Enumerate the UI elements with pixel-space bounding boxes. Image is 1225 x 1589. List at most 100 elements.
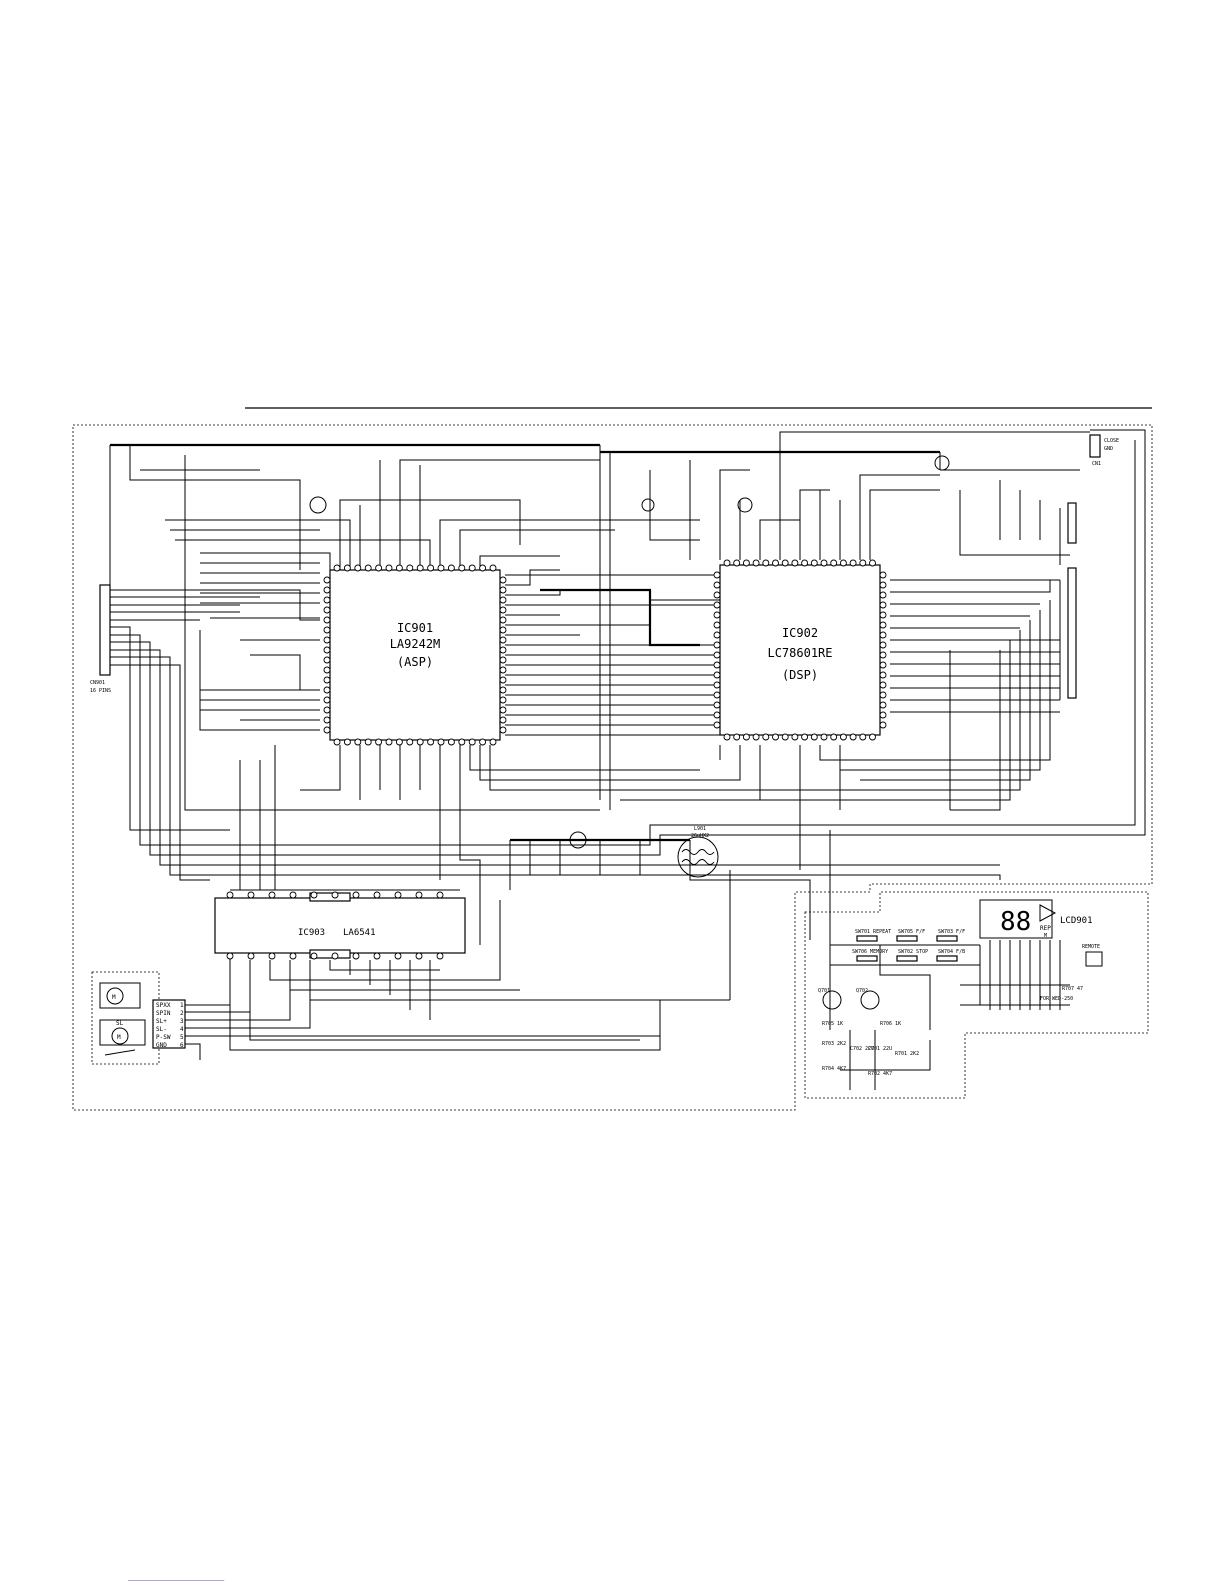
chip-pin	[772, 733, 779, 741]
button-label: SW703 F/F	[938, 929, 965, 935]
chip-pin	[499, 606, 507, 614]
spindle-motor	[106, 987, 124, 1005]
main-board-outline	[72, 424, 1153, 1111]
chip-pin	[859, 559, 867, 567]
chip-pin	[479, 564, 487, 572]
q702-label: Q702	[856, 988, 868, 994]
lcd-digits: 88	[1000, 907, 1031, 937]
q901-transistor	[309, 496, 327, 514]
remote-label: REMOTE	[1082, 944, 1100, 950]
button-sw704	[936, 955, 958, 962]
chip-pin	[879, 651, 887, 659]
chip-pin	[323, 626, 331, 634]
part-label: C701 22U	[868, 1046, 892, 1052]
chip-pin	[801, 733, 809, 741]
chip-pin	[713, 631, 721, 639]
chip-pin	[323, 696, 331, 704]
chip-pin	[713, 571, 721, 579]
chip-pin	[499, 586, 507, 594]
chip-pin	[869, 559, 876, 567]
l901-value: 26uHX2	[691, 833, 709, 839]
part-label: R706 1K	[880, 1021, 901, 1027]
chip-pin	[310, 952, 318, 960]
footer-link[interactable]: ________________	[128, 1570, 225, 1581]
q901b-transistor	[737, 497, 753, 513]
chip-pin	[437, 564, 445, 572]
chip-pin	[499, 716, 507, 724]
chip-pin	[447, 564, 455, 572]
chip-pin	[499, 616, 507, 624]
l901-ref: L901	[694, 826, 706, 832]
lcd901-ref: LCD901	[1060, 916, 1093, 926]
chip-pin	[343, 564, 351, 572]
motor-pin-number: 3	[180, 1018, 184, 1025]
motor-box-outline	[91, 971, 160, 1065]
part-label: R702 4K7	[868, 1071, 892, 1077]
chip-pin	[879, 621, 887, 629]
chip-pin	[289, 952, 297, 960]
chip-pin	[879, 701, 887, 709]
lcd-rep: REP	[1040, 925, 1051, 932]
chip-pin	[416, 738, 424, 746]
chip-pin	[869, 733, 876, 741]
chip-pin	[499, 676, 507, 684]
chip-pin	[820, 733, 828, 741]
sled-label: SL	[116, 1020, 124, 1027]
chip-pin	[781, 733, 789, 741]
chip-pin	[458, 564, 466, 572]
l901-coil	[677, 836, 719, 878]
chip-pin	[323, 726, 331, 734]
display-note: FOR WED-250	[1040, 996, 1073, 1002]
chip-pin	[323, 586, 331, 594]
chip-pin	[762, 559, 770, 567]
chip-pin	[859, 733, 867, 741]
chip-pin	[323, 676, 331, 684]
ic903-heatsink-bottom	[309, 949, 351, 959]
chip-pin	[772, 559, 779, 567]
sled-motor-label: M	[117, 1034, 121, 1041]
chip-pins	[226, 559, 887, 960]
chip-pin	[436, 891, 444, 899]
chip-pin	[733, 733, 741, 741]
sled-motor	[111, 1027, 129, 1045]
ic901-ref: IC901	[397, 621, 433, 635]
chip-pin	[373, 891, 381, 899]
cn1-ref: CN1	[1092, 461, 1101, 467]
ic902-ref: IC902	[782, 626, 818, 640]
l901-coil-winding-2	[681, 859, 715, 865]
chip-pin	[354, 564, 362, 572]
chip-pin	[331, 891, 339, 899]
motor-pin-label: SL+	[156, 1018, 167, 1025]
motor-pin-number: 1	[180, 1002, 184, 1009]
chip-pin	[879, 661, 887, 669]
ic903-heatsink-top	[309, 892, 351, 902]
chip-pin	[742, 733, 750, 741]
chip-pin	[879, 571, 887, 579]
chip-pin	[268, 891, 276, 899]
motor-pin-label: SPIN	[156, 1010, 171, 1017]
pickup-switch	[104, 1049, 136, 1056]
chip-pin	[849, 733, 857, 741]
chip-pin	[733, 559, 741, 567]
cn901-ref: CN901	[90, 680, 105, 686]
chip-pin	[323, 616, 331, 624]
button-label: SW702 STOP	[898, 949, 928, 955]
chip-pin	[879, 681, 887, 689]
chip-pin	[499, 706, 507, 714]
chip-pin	[879, 601, 887, 609]
chip-pin	[879, 711, 887, 719]
spindle-motor-frame	[99, 982, 141, 1009]
chip-pin	[354, 738, 362, 746]
chip-pin	[499, 626, 507, 634]
part-label: C702 22U	[850, 1046, 874, 1052]
chip-pin	[791, 559, 799, 567]
chip-pin	[323, 576, 331, 584]
display-board-outline	[804, 891, 1149, 1099]
chip-pin	[310, 891, 318, 899]
chip-pin	[427, 564, 435, 572]
motor-connector-labels: SPXX SPIN SL+ SL- P-SW GND 1 2 3 4 5 6	[156, 1002, 184, 1049]
chip-pin	[723, 559, 731, 567]
button-sw701	[856, 935, 878, 942]
